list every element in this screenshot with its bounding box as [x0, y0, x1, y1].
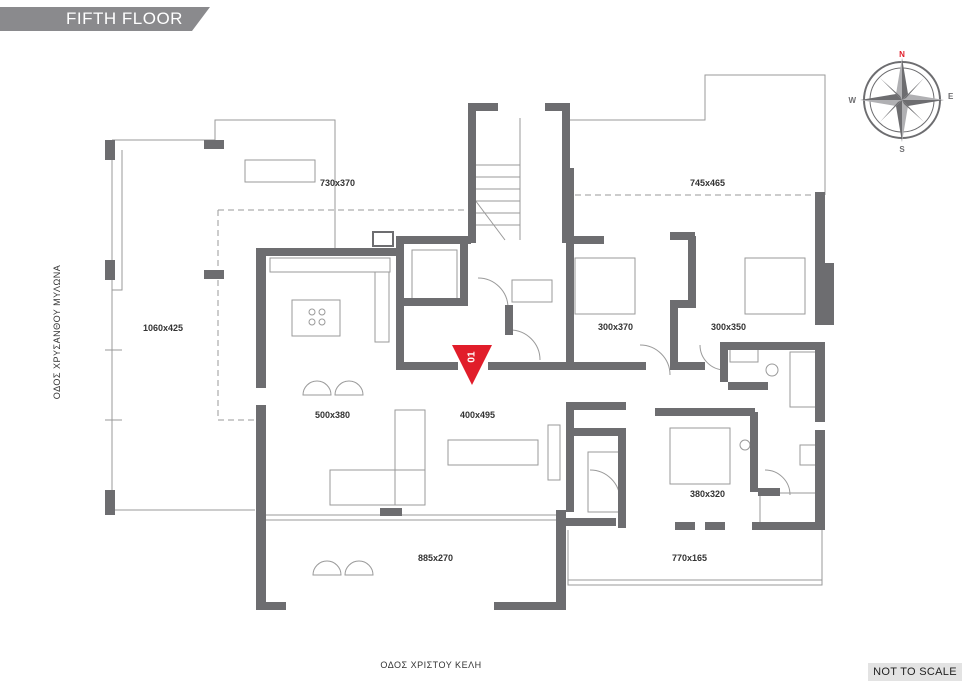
- title-banner-shape: [0, 7, 210, 31]
- room-label-bedroom-1: 300x370: [598, 322, 633, 332]
- room-label-balcony-sw: 885x270: [418, 553, 453, 563]
- room-label-terrace-west: 1060x425: [143, 323, 183, 333]
- street-label-south: ΟΔΟΣ ΧΡΙΣΤΟΥ ΚΕΛΗ: [380, 660, 481, 670]
- page-title: FIFTH FLOOR: [66, 9, 183, 28]
- unit-marker: 01: [452, 345, 492, 385]
- thin-lines: [105, 74, 826, 586]
- compass-rose: N E S W: [848, 50, 954, 154]
- room-label-balcony-se: 770x165: [672, 553, 707, 563]
- room-labels: 730x370 745x465 1060x425 300x370 300x350…: [143, 178, 746, 563]
- not-to-scale-badge: NOT TO SCALE: [868, 663, 962, 681]
- room-label-living: 500x380: [315, 410, 350, 420]
- street-label-west: ΟΔΟΣ ΧΡΥΣΑΝΘΟΥ ΜΥΛΩΝΑ: [52, 265, 62, 399]
- room-label-bedroom-2: 300x350: [711, 322, 746, 332]
- unit-marker-label: 01: [467, 351, 478, 363]
- compass-south: S: [899, 145, 905, 154]
- compass-north: N: [899, 50, 905, 59]
- compass-west: W: [848, 96, 856, 105]
- walls: [105, 103, 834, 610]
- room-label-master-bedroom: 380x320: [690, 489, 725, 499]
- unit-marker-shape: [452, 345, 492, 385]
- room-label-terrace-ne: 745x465: [690, 178, 725, 188]
- room-label-dining-kitchen: 400x495: [460, 410, 495, 420]
- room-label-terrace-nw: 730x370: [320, 178, 355, 188]
- compass-east: E: [948, 92, 954, 101]
